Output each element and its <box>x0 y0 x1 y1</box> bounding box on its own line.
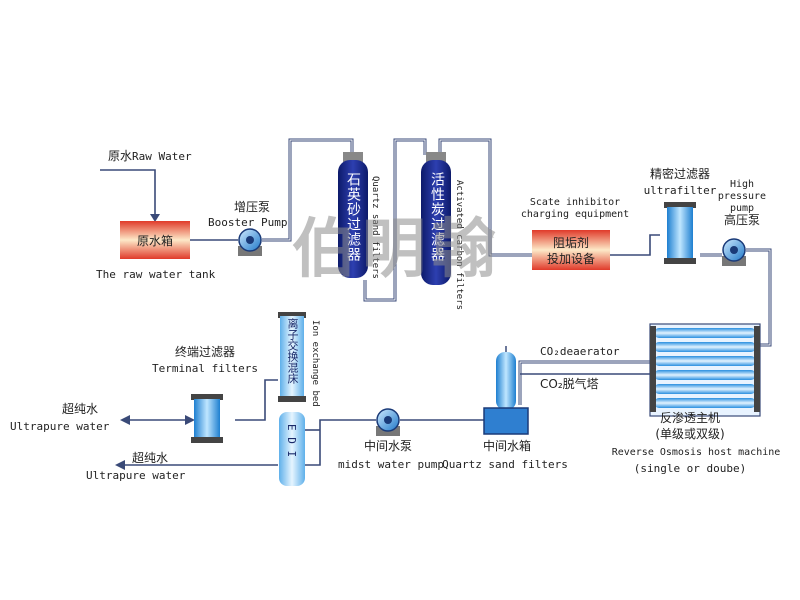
ultrapure-2-en: Ultrapure water <box>86 469 186 482</box>
raw-tank-cn-label: 原水箱 <box>136 234 173 248</box>
raw-water-tank <box>120 221 190 259</box>
ro-en-2: (single or doube) <box>633 462 747 475</box>
carbon-filter-cn-label: 活性炭过滤器 <box>429 172 445 262</box>
scale-inhibitor-cn-2: 投加设备 <box>546 252 595 266</box>
scale-inhibitor-en-2: charging equipment <box>520 209 630 220</box>
hp-pump-en-1: High <box>729 179 755 190</box>
pipe-quartz-carbon-inner <box>364 139 426 301</box>
raw-tank-en-label: The raw water tank <box>96 268 216 281</box>
booster-pump-cn-label: 增压泵 <box>233 200 270 214</box>
mid-tank-cn-label: 中间水箱 <box>482 439 531 453</box>
hp-pump-en-3: pump <box>729 203 755 214</box>
carbon-filter <box>421 152 451 285</box>
deaerator-tower <box>496 346 516 410</box>
terminal-filter-cn-label: 终端过滤器 <box>174 345 235 359</box>
pipes <box>100 138 772 466</box>
ion-exchange-column <box>278 312 306 402</box>
deaerator-cn-label: CO₂脱气塔 <box>540 377 599 391</box>
raw-water-label: 原水Raw Water <box>108 149 192 164</box>
terminal-filter-en-label: Terminal filters <box>152 362 258 375</box>
hp-pump-en-2: pressure <box>717 191 767 202</box>
scale-inhibitor-box <box>532 230 610 270</box>
booster-pump-en-label: Booster Pump <box>208 216 288 229</box>
high-pressure-pump <box>722 238 746 266</box>
ion-exchange-cn-label: 离子交换混床 <box>286 318 299 384</box>
ion-exchange-en-label: Ion exchange bed <box>310 320 320 407</box>
midst-water-pump <box>376 408 400 436</box>
ro-cn-1: 反渗透主机 <box>659 411 720 425</box>
watermark-text: 伯明翰 <box>292 212 502 287</box>
pipe-ion-terminal <box>235 379 278 421</box>
mid-pump-cn-label: 中间水泵 <box>363 439 412 453</box>
quartz-filter <box>338 152 368 278</box>
ro-machine <box>649 323 761 417</box>
scale-inhibitor-cn-1: 阻垢剂 <box>552 236 589 250</box>
pipe-pump-quartz-inner <box>262 139 353 241</box>
mid-tank-en-label: Quartz sand filters <box>442 458 568 471</box>
hp-pump-cn: 高压泵 <box>723 213 760 227</box>
precision-filter-cn-label: 精密过滤器 <box>649 167 710 181</box>
booster-pump <box>238 228 262 256</box>
terminal-filter <box>191 394 223 443</box>
carbon-filter-en-label: Activated carbon filters <box>454 180 464 311</box>
precision-filter-en-label: ultrafilter <box>643 184 717 197</box>
pipe-inhibitor-uf <box>610 234 660 256</box>
ultrapure-1-en: Ultrapure water <box>10 420 110 433</box>
quartz-filter-cn-label: 石英砂过滤器 <box>345 172 361 262</box>
pipe-carbon-inhibitor-inner <box>439 139 532 256</box>
intermediate-tank <box>483 407 529 435</box>
ro-cn-2: (单级或双级) <box>655 427 725 441</box>
mid-pump-en-label: midst water pump <box>338 458 444 471</box>
quartz-filter-en-label: Quartz sand filters <box>370 176 380 279</box>
ro-en-1: Reverse Osmosis host machine <box>611 447 781 458</box>
pipe-ro-deaerator-inner <box>519 361 650 405</box>
edi-column <box>279 412 305 486</box>
pipe-midpump-edi <box>305 419 376 466</box>
scale-inhibitor-en-1: Scate inhibitor <box>529 197 621 208</box>
edi-label: E D I <box>285 424 298 458</box>
pipe-hp-ro-inner <box>746 249 771 346</box>
ultrafilter <box>664 202 696 264</box>
pipe-raw-inlet <box>100 169 156 218</box>
ultrapure-1-cn: 超纯水 <box>61 402 98 416</box>
ultrapure-2-cn: 超纯水 <box>131 451 168 465</box>
deaerator-en-label: CO₂deaerator <box>540 345 620 358</box>
outlet-lines <box>120 419 278 466</box>
arrow-into-tank <box>150 214 160 222</box>
